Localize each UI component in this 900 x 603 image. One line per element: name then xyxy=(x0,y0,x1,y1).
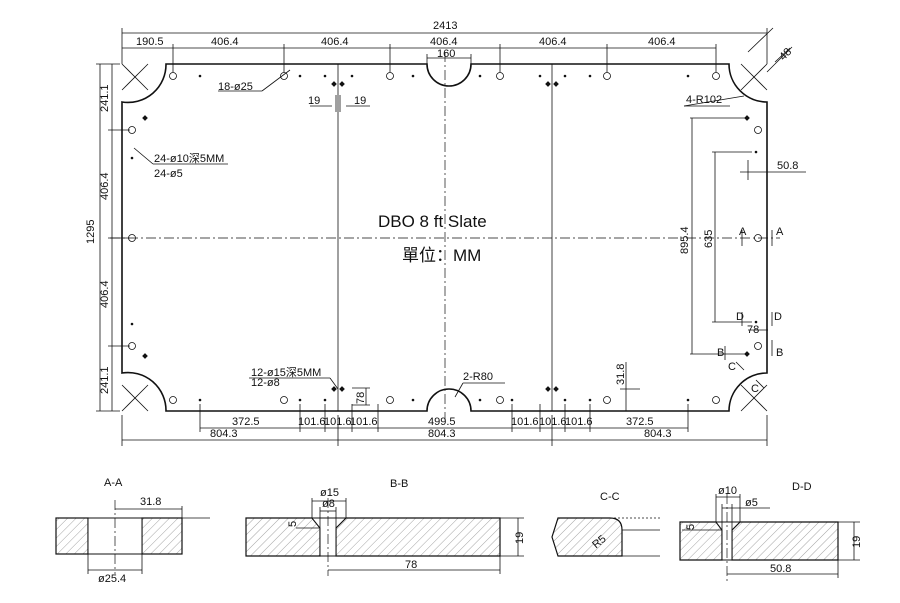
drawing-title: DBO 8 ft Slate xyxy=(378,212,487,231)
marker-d-left: D xyxy=(736,311,744,323)
dim-left-3: 241.1 xyxy=(99,366,111,394)
dim-left-0: 241.1 xyxy=(99,84,111,112)
marker-b-right: B xyxy=(776,347,783,359)
dim-bottom-l1: 804.3 xyxy=(428,428,456,440)
section-aa-title: A-A xyxy=(104,477,123,489)
unit-label: 單位：MM xyxy=(402,246,481,265)
dim-overall-width: 2413 xyxy=(433,20,457,32)
section-bb-thick: 19 xyxy=(514,532,526,544)
marker-a-right: A xyxy=(776,226,784,238)
dim-edge-offset: 50.8 xyxy=(777,160,798,172)
dim-pocket-width: 160 xyxy=(437,48,455,60)
dim-bottom-u3: 101.6 xyxy=(350,416,378,428)
section-aa: A-A 31.8 ø25.4 xyxy=(55,477,210,585)
section-cc: C-C R5 xyxy=(551,491,660,557)
dim-offset-31: 31.8 xyxy=(615,364,627,385)
top-dimensions xyxy=(121,28,768,72)
section-dd-depth: 5 xyxy=(685,524,697,530)
dim-chamfer: 48 xyxy=(777,46,794,63)
corner-callouts xyxy=(683,27,806,180)
dim-top-0: 190.5 xyxy=(136,36,164,48)
dim-top-5: 406.4 xyxy=(648,36,676,48)
dim-bottom-u4: 499.5 xyxy=(428,416,456,428)
dim-corner-radius: 4-R102 xyxy=(686,94,722,106)
callout-pocket-radius: 2-R80 xyxy=(463,371,493,383)
bottom-dimensions xyxy=(121,362,768,446)
slate-plan: DBO 8 ft Slate 單位：MM xyxy=(110,52,780,420)
section-bb-title: B-B xyxy=(390,478,408,490)
section-bb: B-B ø15 ø8 5 19 78 xyxy=(245,478,526,576)
dim-bottom-u2: 101.6 xyxy=(324,416,352,428)
section-bb-depth: 5 xyxy=(287,521,299,527)
dim-bottom-u7: 101.6 xyxy=(565,416,593,428)
section-cc-title: C-C xyxy=(600,491,620,503)
dim-offset-78: 78 xyxy=(355,392,367,404)
section-dd: D-D ø10 ø5 5 19 50.8 xyxy=(679,481,863,582)
callout-holes15b: 12-ø8 xyxy=(251,377,280,389)
marker-c-right: C xyxy=(751,383,759,395)
dim-bottom-u8: 372.5 xyxy=(626,416,654,428)
dim-bottom-u0: 372.5 xyxy=(232,416,260,428)
slate-outline xyxy=(121,63,768,412)
dim-gap-right: 19 xyxy=(354,95,366,107)
dim-top-2: 406.4 xyxy=(321,36,349,48)
callout-holes10b: 24-ø5 xyxy=(154,168,183,180)
section-dd-title: D-D xyxy=(792,481,812,493)
section-dd-thick: 19 xyxy=(851,536,863,548)
left-dimensions xyxy=(96,63,130,412)
dim-left-1: 406.4 xyxy=(99,172,111,200)
section-aa-top: 31.8 xyxy=(140,496,161,508)
hole-dots xyxy=(130,74,758,402)
marker-c-left: C xyxy=(728,361,736,373)
section-dd-len: 50.8 xyxy=(770,563,791,575)
dim-right-inner: 635 xyxy=(703,230,715,248)
marker-a-left: A xyxy=(739,226,747,238)
callout-holes10a: 24-ø10深5MM xyxy=(154,152,224,165)
marker-b-left: B xyxy=(717,347,724,359)
dim-bottom-u1: 101.6 xyxy=(298,416,326,428)
dim-bottom-u5: 101.6 xyxy=(511,416,539,428)
section-bb-d1: ø15 xyxy=(320,487,339,499)
section-bb-d2: ø8 xyxy=(322,498,335,510)
marker-d-right: D xyxy=(774,311,782,323)
right-dimensions xyxy=(690,117,773,389)
section-aa-bottom: ø25.4 xyxy=(98,573,126,585)
dim-overall-height: 1295 xyxy=(85,220,97,244)
section-bb-len: 78 xyxy=(405,559,417,571)
section-dd-d1: ø10 xyxy=(718,485,737,497)
corner-marks xyxy=(121,63,768,412)
dim-top-1: 406.4 xyxy=(211,36,239,48)
dim-bottom-u6: 101.6 xyxy=(539,416,567,428)
dim-top-4: 406.4 xyxy=(539,36,567,48)
dim-bottom-l2: 804.3 xyxy=(644,428,672,440)
dim-top-3: 406.4 xyxy=(430,36,458,48)
dim-gap-left: 19 xyxy=(308,95,320,107)
dim-bottom-l0: 804.3 xyxy=(210,428,238,440)
section-dd-d2: ø5 xyxy=(745,497,758,509)
callout-holes15a: 12-ø15深5MM xyxy=(251,366,321,379)
dim-right-outer: 895.4 xyxy=(679,226,691,254)
dim-left-2: 406.4 xyxy=(99,280,111,308)
leader-lines xyxy=(133,69,505,398)
callout-holes25: 18-ø25 xyxy=(218,81,253,93)
dim-right-small: 78 xyxy=(747,324,759,336)
pin-diamonds xyxy=(142,81,750,392)
